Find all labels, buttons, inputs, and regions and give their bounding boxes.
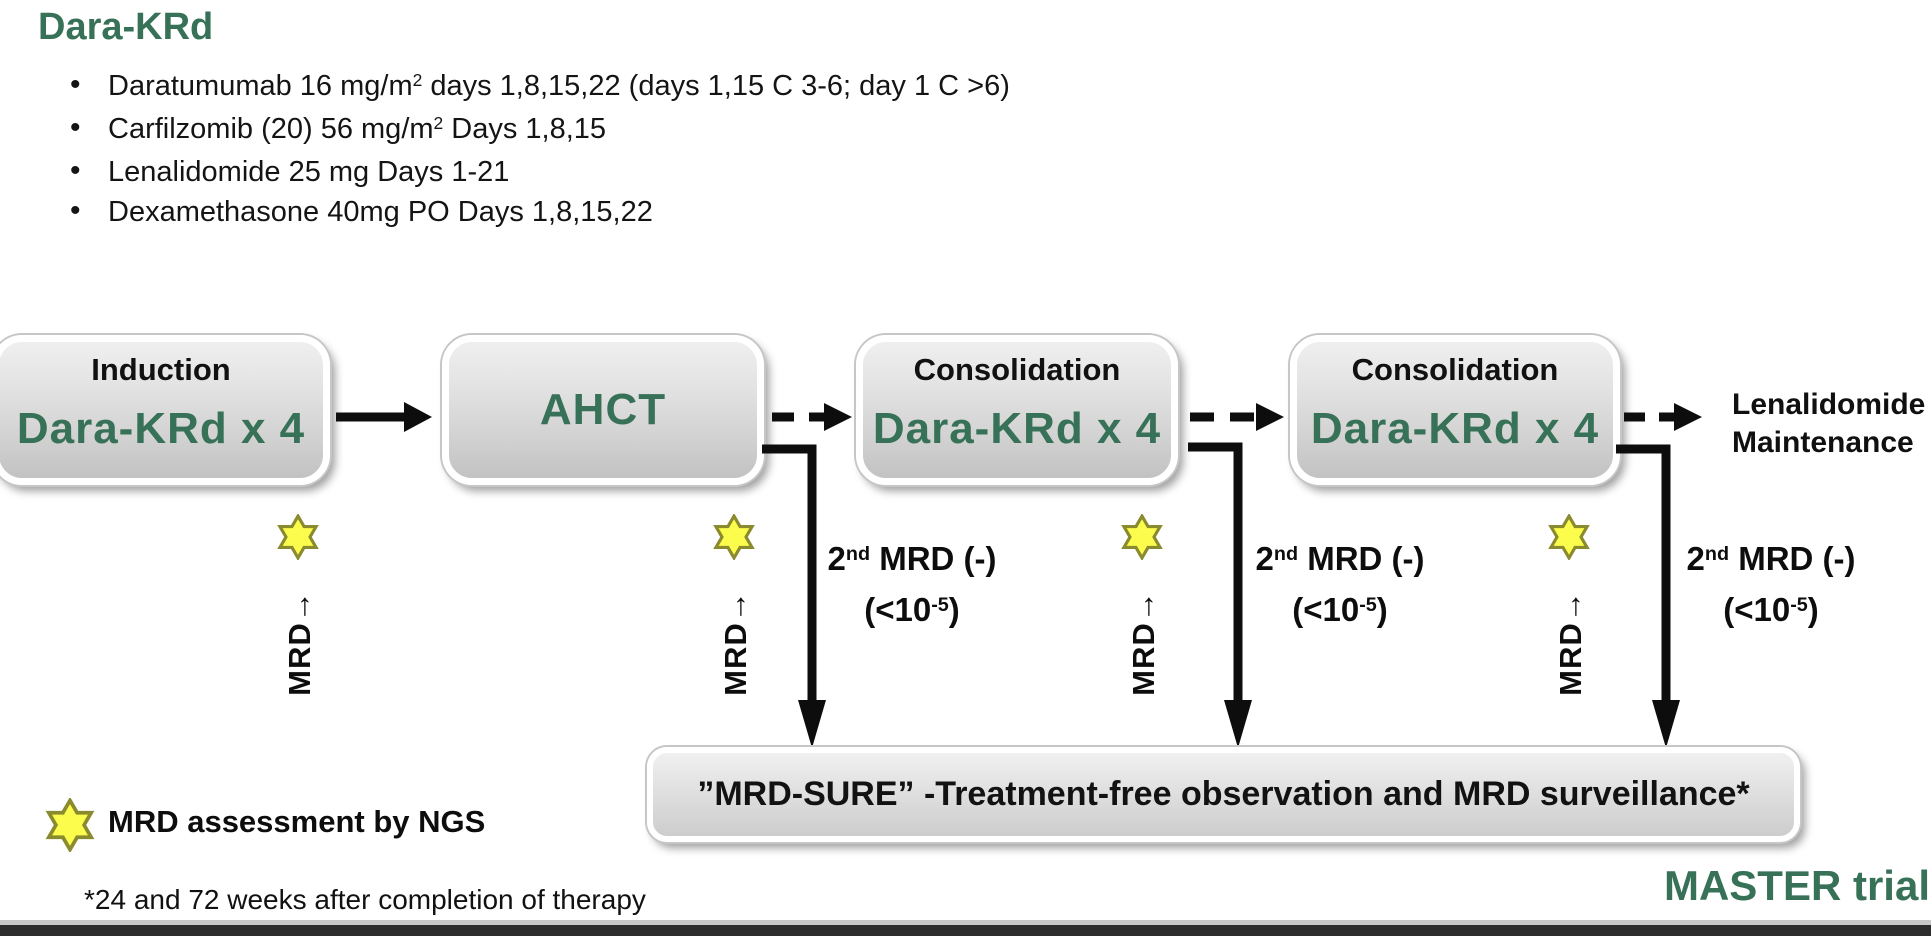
mrd-neg-line1: 2nd MRD (-) (1245, 536, 1435, 587)
box-label: Dara-KRd x 4 (1310, 404, 1600, 453)
maintenance-line1: Lenalidomide (1732, 388, 1926, 421)
mrd-star-icon (1121, 514, 1163, 560)
box-heading: Induction (91, 352, 231, 387)
superscript: -5 (931, 593, 949, 616)
connector-ahct-to-mrdsure (762, 444, 826, 748)
mrd-assessment-label: MRD→ (1553, 590, 1588, 696)
text: (<10 (1723, 591, 1791, 628)
mrd-sure-label: ”MRD-SURE” -Treatment-free observation a… (697, 775, 1750, 813)
bottom-divider-light (0, 920, 1931, 925)
bottom-divider-dark (0, 925, 1931, 936)
superscript: 2 (412, 69, 423, 90)
connector-consolidation1-to-mrdsure (1188, 442, 1252, 748)
consolidation-box-1: Consolidation Dara-KRd x 4 (856, 335, 1178, 485)
superscript: nd (1273, 542, 1299, 565)
mrd-neg-line2: (<10-5) (817, 587, 1007, 638)
induction-box: Induction Dara-KRd x 4 (0, 335, 330, 485)
consolidation-box-2: Consolidation Dara-KRd x 4 (1290, 335, 1620, 485)
regimen-item-daratumumab: Daratumumab 16 mg/m2 days 1,8,15,22 (day… (70, 65, 1010, 109)
mrd-neg-line1: 2nd MRD (-) (817, 536, 1007, 587)
box-label: AHCT (539, 385, 667, 434)
text: 2 (827, 540, 846, 577)
superscript: -5 (1359, 593, 1377, 616)
text: ) (1807, 591, 1819, 628)
regimen-text: Carfilzomib (20) 56 mg/m (108, 113, 434, 145)
regimen-item-dexamethasone: Dexamethasone 40mg PO Days 1,8,15,22 (70, 191, 1010, 232)
mrd-neg-line2: (<10-5) (1245, 587, 1435, 638)
legend-star-icon (45, 798, 95, 852)
text: MRD (-) (1298, 540, 1425, 577)
text: ) (948, 591, 960, 628)
text: 2 (1255, 540, 1274, 577)
box-label: Dara-KRd x 4 (16, 404, 306, 453)
mrd-neg-line2: (<10-5) (1676, 587, 1866, 638)
text: ) (1376, 591, 1388, 628)
text: 2 (1686, 540, 1705, 577)
regimen-text: Lenalidomide 25 mg Days 1-21 (108, 156, 510, 188)
regimen-item-carfilzomib: Carfilzomib (20) 56 mg/m2 Days 1,8,15 (70, 108, 1010, 152)
second-mrd-negative-label: 2nd MRD (-) (<10-5) (817, 536, 1007, 638)
connector-consolidation2-to-mrdsure (1616, 444, 1680, 748)
page-title: Dara-KRd (38, 6, 214, 48)
maintenance-line2: Maintenance (1732, 426, 1914, 459)
trial-name: MASTER trial (1663, 862, 1930, 909)
text: MRD (-) (870, 540, 997, 577)
box-heading: Consolidation (1351, 352, 1559, 387)
mrd-star-icon (277, 514, 319, 560)
superscript: nd (1704, 542, 1730, 565)
mrd-sure-box: ”MRD-SURE” -Treatment-free observation a… (647, 747, 1800, 842)
arrow-dashed-icon (1624, 403, 1702, 431)
mrd-assessment-label: MRD→ (1126, 590, 1161, 696)
superscript: 2 (433, 112, 444, 133)
footnote: *24 and 72 weeks after completion of the… (84, 884, 646, 915)
text: (<10 (1292, 591, 1360, 628)
regimen-text: Daratumumab 16 mg/m (108, 70, 413, 102)
arrow-dashed-icon (1190, 403, 1284, 431)
regimen-item-lenalidomide: Lenalidomide 25 mg Days 1-21 (70, 151, 1010, 192)
ahct-box: AHCT (442, 335, 764, 485)
mrd-assessment-label: MRD→ (282, 590, 317, 696)
mrd-star-icon (1548, 514, 1590, 560)
text: (<10 (864, 591, 932, 628)
mrd-star-icon (713, 514, 755, 560)
text: MRD (-) (1729, 540, 1856, 577)
arrow-dashed-icon (772, 403, 852, 431)
superscript: -5 (1790, 593, 1808, 616)
legend-label: MRD assessment by NGS (108, 804, 486, 839)
arrow-solid-icon (336, 402, 432, 432)
maintenance-label: Lenalidomide Maintenance (1732, 386, 1925, 462)
box-heading: Consolidation (913, 352, 1121, 387)
mrd-neg-line1: 2nd MRD (-) (1676, 536, 1866, 587)
regimen-text: Days 1,8,15 (443, 113, 607, 145)
superscript: nd (845, 542, 871, 565)
mrd-assessment-label: MRD→ (718, 590, 753, 696)
second-mrd-negative-label: 2nd MRD (-) (<10-5) (1245, 536, 1435, 638)
regimen-text: days 1,8,15,22 (days 1,15 C 3-6; day 1 C… (422, 70, 1010, 102)
second-mrd-negative-label: 2nd MRD (-) (<10-5) (1676, 536, 1866, 638)
regimen-list: Daratumumab 16 mg/m2 days 1,8,15,22 (day… (70, 65, 1010, 232)
regimen-text: Dexamethasone 40mg PO Days 1,8,15,22 (108, 196, 653, 228)
box-label: Dara-KRd x 4 (872, 404, 1162, 453)
